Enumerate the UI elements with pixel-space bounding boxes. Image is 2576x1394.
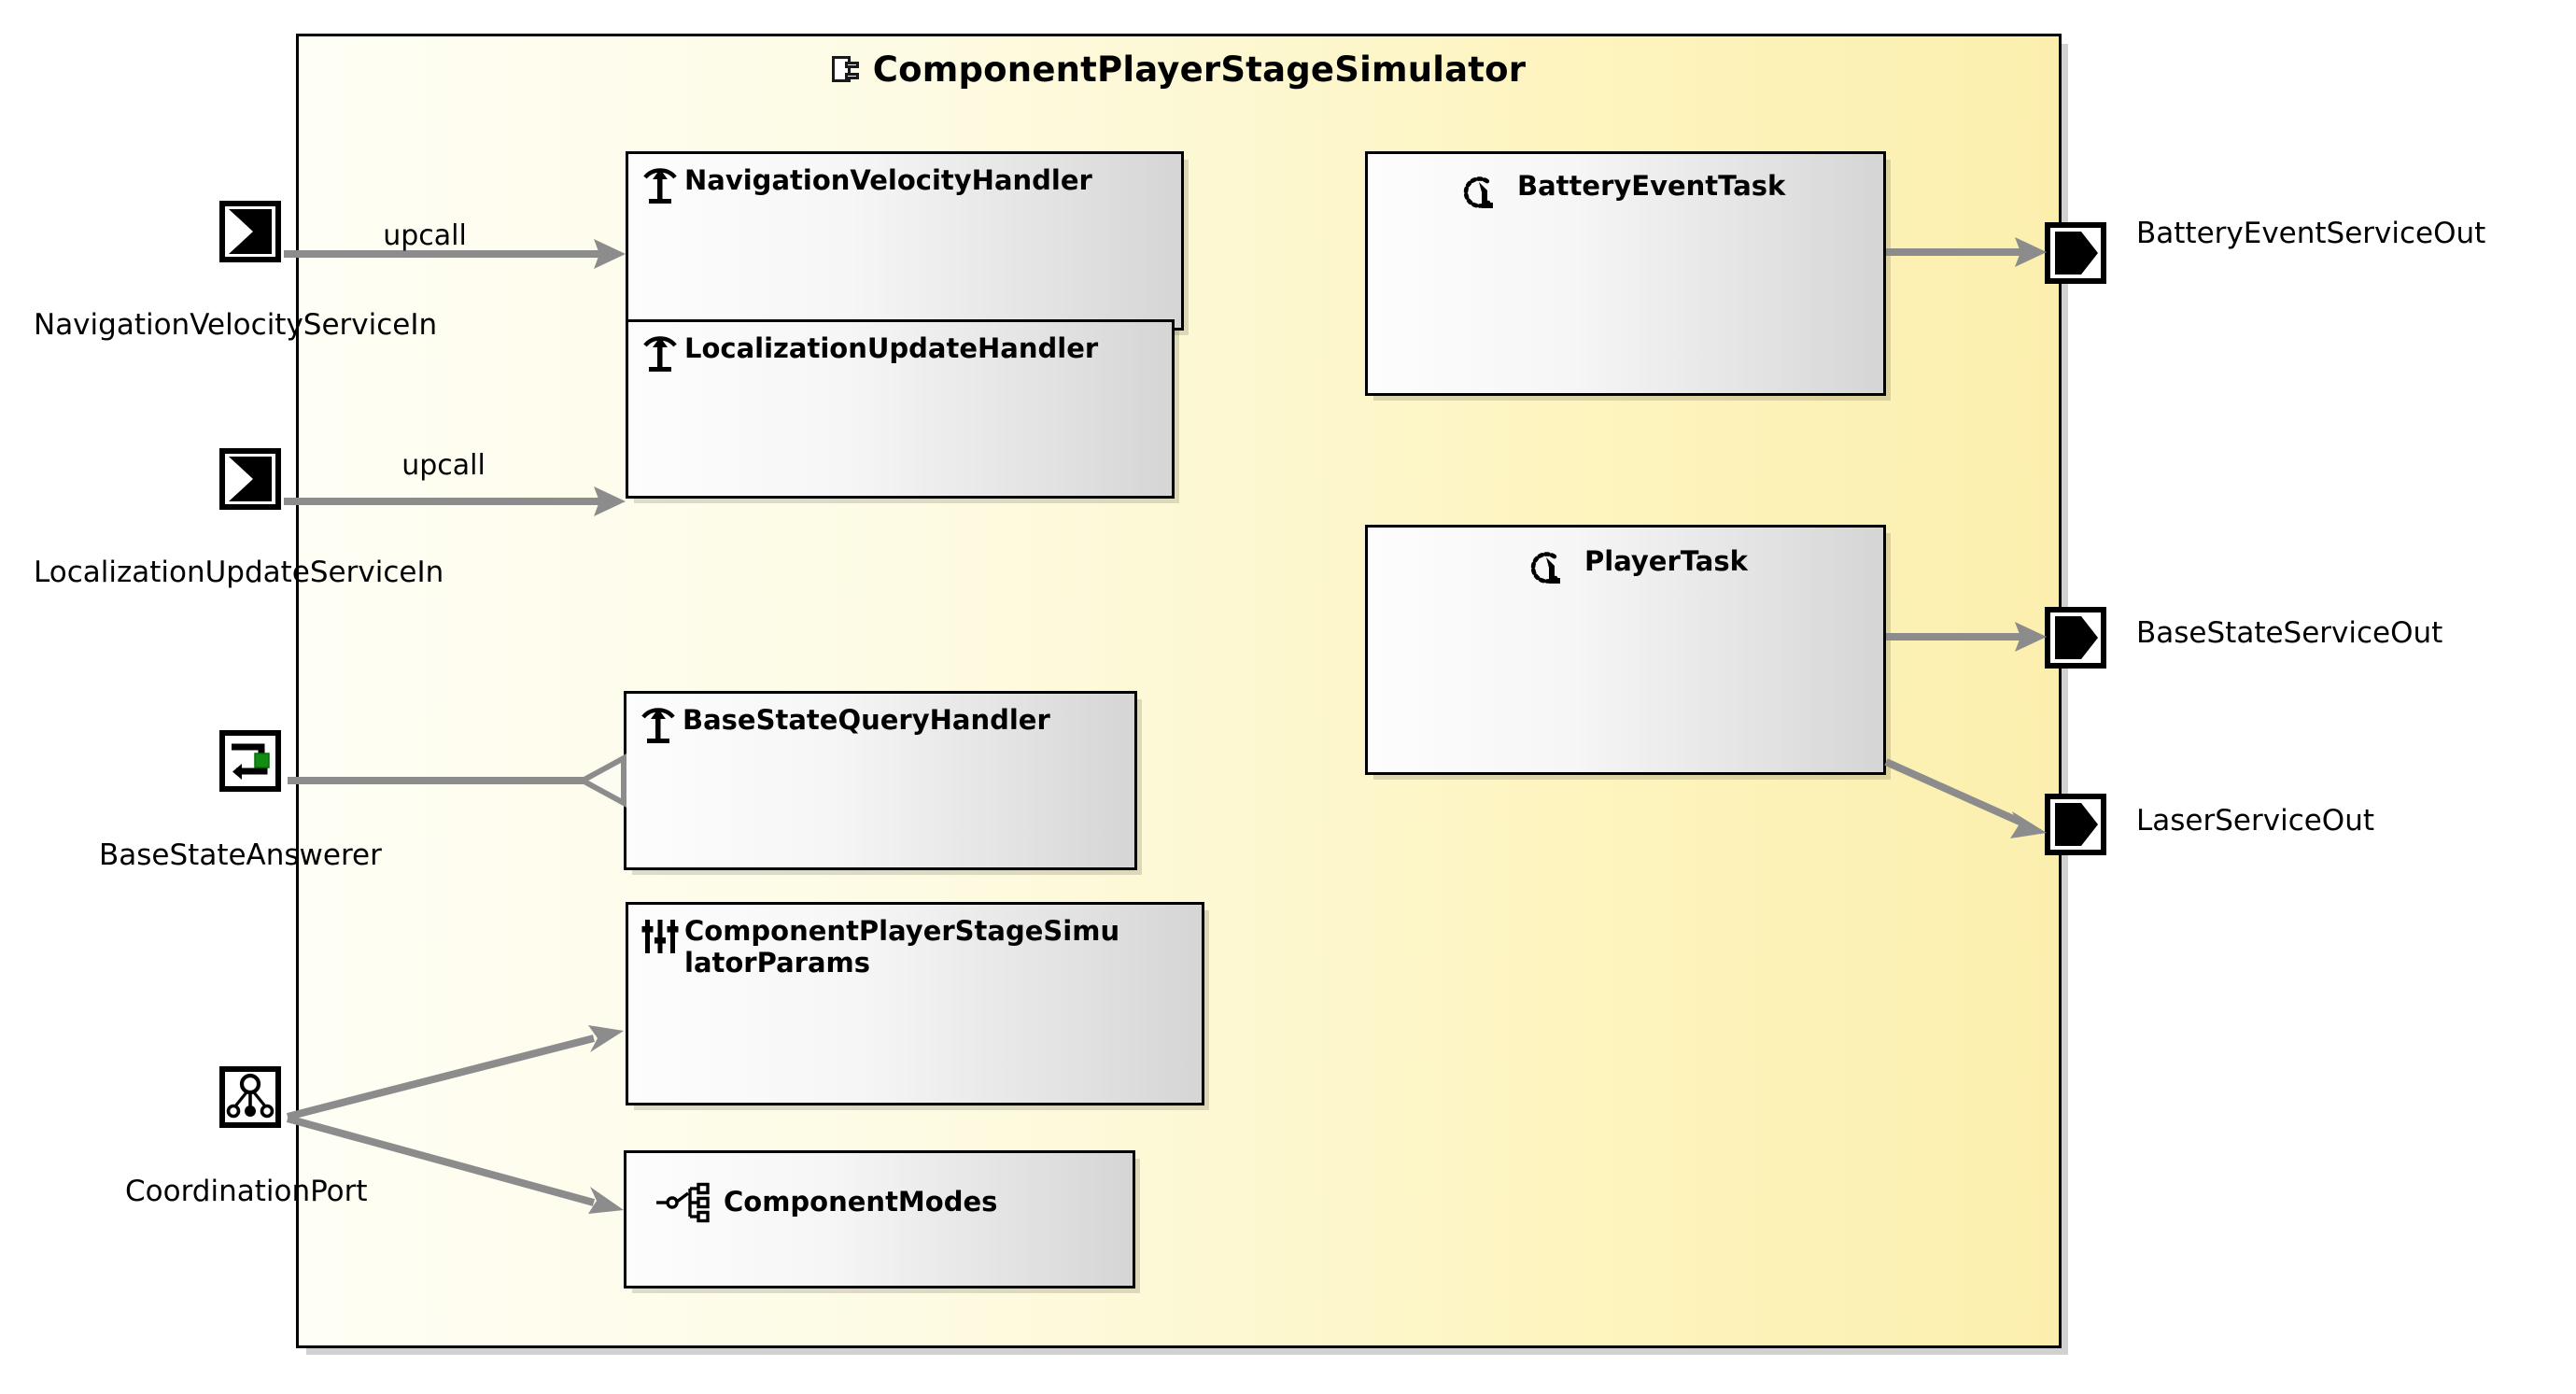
output-service-port-icon	[2050, 228, 2101, 278]
port-label-base-state-service-out: BaseStateServiceOut	[2136, 616, 2443, 650]
output-service-port-icon	[2050, 799, 2101, 850]
upcall-handler-icon	[640, 707, 677, 744]
handler-box-localization-update[interactable]: LocalizationUpdateHandler	[626, 319, 1175, 499]
upcall-handler-icon	[641, 167, 679, 204]
task-loop-icon	[1527, 548, 1566, 587]
component-title-bar: ComponentPlayerStageSimulator	[299, 49, 2059, 90]
handler-box-label: NavigationVelocityHandler	[684, 164, 1092, 196]
port-label-base-state-answerer: BaseStateAnswerer	[99, 838, 382, 872]
task-box-label: PlayerTask	[1584, 545, 1748, 577]
component-title: ComponentPlayerStageSimulator	[872, 49, 1527, 90]
handler-box-label: BaseStateQueryHandler	[683, 704, 1050, 736]
port-battery-event-service-out[interactable]	[2045, 222, 2106, 284]
output-service-port-icon	[2050, 613, 2101, 663]
port-localization-update-service-in[interactable]	[219, 448, 281, 510]
state-modes-icon	[655, 1181, 712, 1224]
input-service-port-icon	[225, 454, 275, 504]
port-label-laser-service-out: LaserServiceOut	[2136, 804, 2375, 838]
task-box-label: BatteryEventTask	[1517, 170, 1786, 202]
modes-box[interactable]: ComponentModes	[624, 1150, 1135, 1288]
component-icon	[831, 55, 860, 85]
upcall-handler-icon	[641, 335, 679, 373]
task-box-battery-event[interactable]: BatteryEventTask	[1365, 151, 1886, 396]
port-navigation-velocity-service-in[interactable]	[219, 201, 281, 262]
task-box-player[interactable]: PlayerTask	[1365, 525, 1886, 775]
params-box[interactable]: ComponentPlayerStageSimu latorParams	[626, 902, 1204, 1105]
coordination-port-icon	[225, 1072, 275, 1122]
handler-box-base-state-query[interactable]: BaseStateQueryHandler	[624, 691, 1137, 870]
sliders-icon	[641, 918, 679, 955]
port-label-battery-event-service-out: BatteryEventServiceOut	[2136, 217, 2486, 250]
port-coordination-port[interactable]	[219, 1066, 281, 1128]
port-label-navigation-velocity-service-in: NavigationVelocityServiceIn	[34, 308, 438, 342]
port-base-state-answerer[interactable]	[219, 730, 281, 792]
handler-box-label: LocalizationUpdateHandler	[684, 332, 1099, 364]
port-label-localization-update-service-in: LocalizationUpdateServiceIn	[34, 556, 444, 589]
handler-box-navigation-velocity[interactable]: NavigationVelocityHandler	[626, 151, 1184, 331]
params-box-label: ComponentPlayerStageSimu latorParams	[684, 915, 1120, 979]
modes-box-label: ComponentModes	[724, 1186, 998, 1218]
answerer-port-icon	[225, 736, 275, 786]
task-loop-icon	[1459, 173, 1499, 212]
port-base-state-service-out[interactable]	[2045, 607, 2106, 669]
port-laser-service-out[interactable]	[2045, 794, 2106, 855]
input-service-port-icon	[225, 206, 275, 257]
port-label-coordination-port: CoordinationPort	[125, 1175, 368, 1208]
